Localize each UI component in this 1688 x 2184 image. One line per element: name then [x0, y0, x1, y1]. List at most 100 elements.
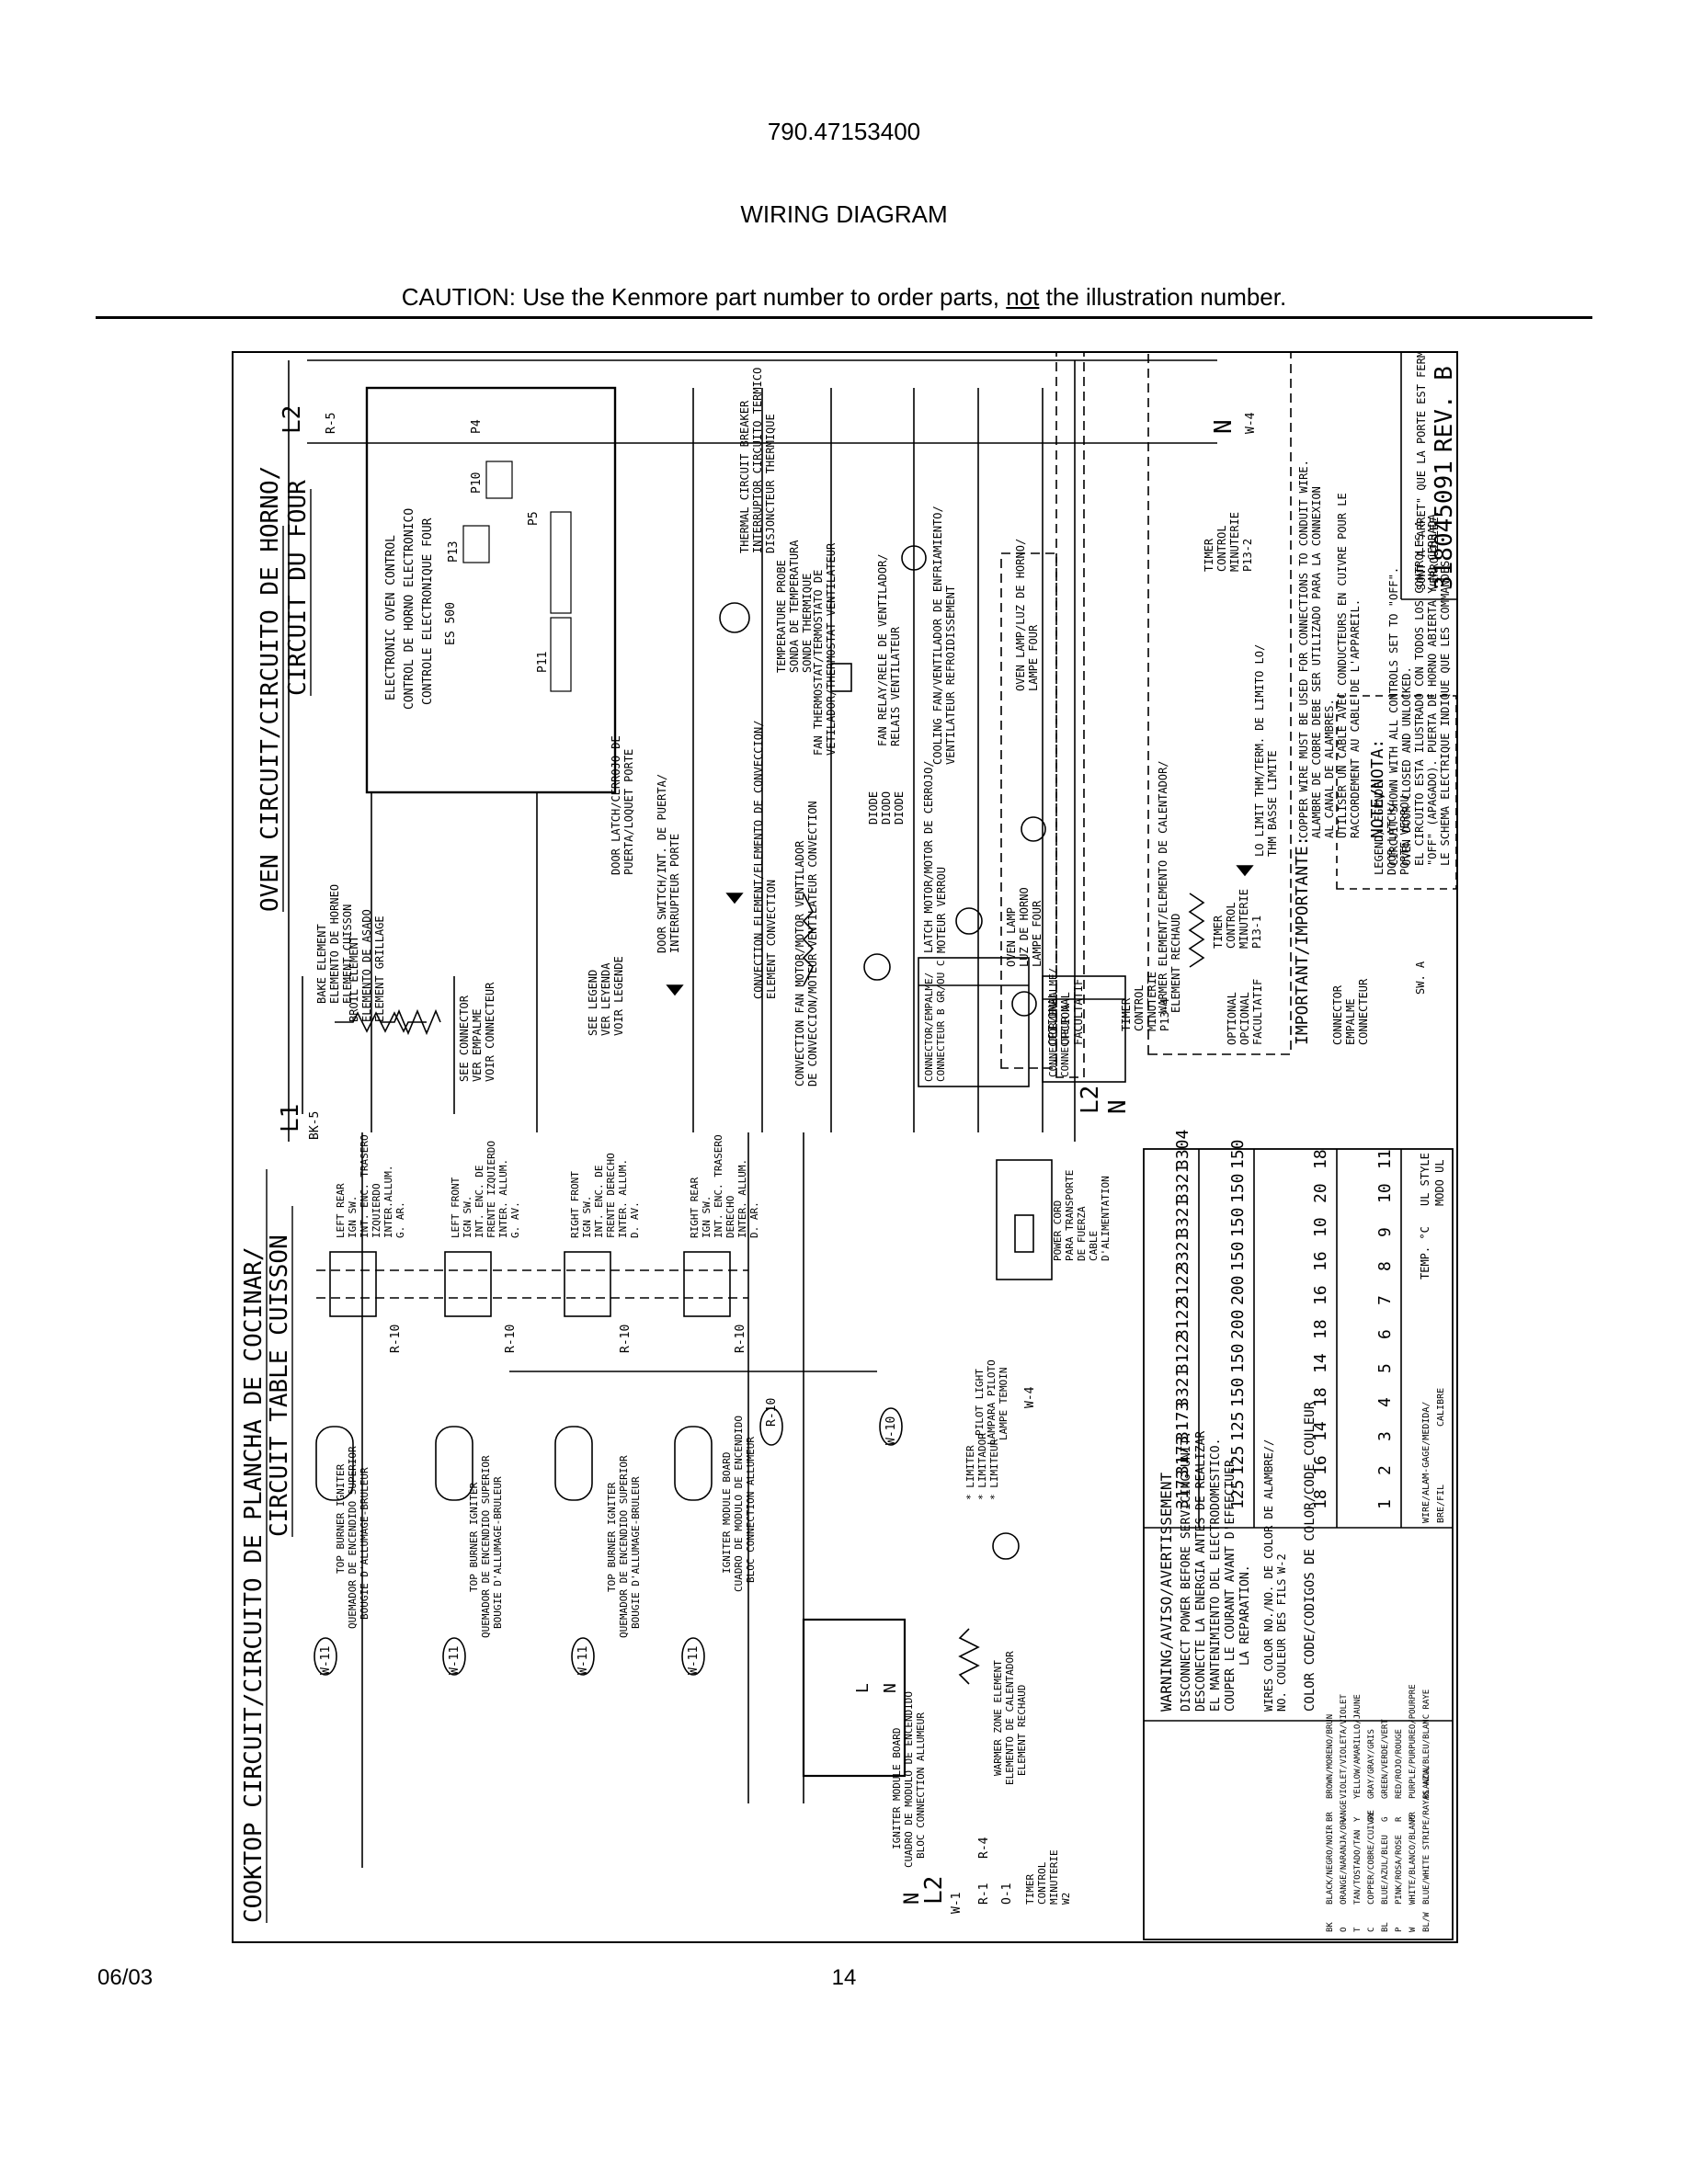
- important-text-2: ALAMBRE DE COBRE DEBE SER UTILIZADO PARA…: [1310, 486, 1323, 838]
- warning-line-3: EL MANTENIMIENTO DEL ELECTRODOMESTICO.: [1209, 1439, 1223, 1712]
- r10-oval: R-10: [765, 1398, 779, 1427]
- switch-rf-4: FRENTE DERECHO: [605, 1153, 617, 1238]
- igniter-2c: BOUGIE D'ALLUMAGE-BRULEUR: [492, 1476, 504, 1629]
- l2-cooktop: L2: [920, 1876, 948, 1905]
- diode-1: DIODE: [867, 791, 880, 825]
- w1-cooktop: W-1: [950, 1893, 964, 1914]
- cooktop-timer-4: W2: [1060, 1893, 1072, 1905]
- module-n: N: [881, 1683, 900, 1693]
- optional-b-1: OPTIONAL: [1226, 992, 1238, 1045]
- timer-p132-2: CONTROL: [1215, 525, 1228, 572]
- cc-4b: BLUE/AZUL/BLEU: [1381, 1835, 1390, 1905]
- fan-relay-1: FAN RELAY/RELE DE VENTILADOR/: [876, 553, 889, 746]
- warning-block: WARNING/AVISO/AVERTISSEMENT DISCONNECT P…: [1158, 1401, 1431, 1932]
- oven-title-1: OVEN CIRCUIT/CIRCUITO DE HORNO/: [257, 466, 284, 912]
- wire-cell-3-2: 150: [1228, 1241, 1248, 1271]
- wire-sub: BRE/FIL: [1436, 1484, 1446, 1523]
- p13-label: P13: [447, 541, 461, 563]
- temp-probe-2: SONDA DE TEMPERATURA: [788, 540, 801, 673]
- wire-cell-7-2: 150: [1228, 1377, 1248, 1407]
- cc-5d: RED/ROJO/ROUGE: [1395, 1729, 1404, 1799]
- bake-element-2: ELEMENTO DE HORNEO: [328, 884, 341, 1004]
- switch-rr-6: D. AR.: [748, 1201, 760, 1238]
- connector-a-2: CONNECTEUR A: [1059, 1004, 1071, 1077]
- pilot-3: LAMPE TEMOIN: [998, 1368, 1009, 1440]
- warmer-element-1: WARMER ELEMENT/ELEMENTO DE CALENTADOR/: [1157, 760, 1169, 1013]
- document-number: 318045091: [1431, 461, 1456, 590]
- pilot-light: [992, 1532, 1020, 1560]
- connector-b-table: [918, 957, 1030, 1087]
- wire-header-3: TEMP. °C: [1419, 1226, 1431, 1280]
- wire-cell-8-0: 3: [1375, 1431, 1395, 1441]
- switch-lf-5: INTER. ALLUM.: [497, 1159, 509, 1238]
- cc-5c: R: [1395, 1816, 1404, 1822]
- wire-cell-9-3: 3173: [1173, 1436, 1192, 1475]
- p11-label: P11: [536, 652, 550, 673]
- wire-cell-2-1: 10: [1311, 1217, 1330, 1237]
- limiter-2: * LIMITADOR: [976, 1433, 988, 1500]
- warning-table: [1143, 1148, 1454, 1940]
- warning-line-4: COUPER LE COURANT AVANT D'EFFECTUER: [1224, 1460, 1237, 1712]
- l1-label: L1: [277, 1104, 304, 1132]
- switch-left-front: [444, 1251, 492, 1317]
- igniters: [315, 1426, 713, 1501]
- wire-cell-0-3: 3304: [1173, 1130, 1192, 1169]
- cc-7a: BL/W: [1422, 1912, 1431, 1932]
- oven-circuit: [288, 353, 1456, 1142]
- optional-a-1: OPTIONAL: [1046, 992, 1059, 1045]
- switch-rf-3: INT. ENC. DE: [593, 1166, 605, 1238]
- important-text-1: COPPER WIRE MUST BE USED FOR CONNECTIONS…: [1297, 460, 1310, 838]
- switch-rr-1: RIGHT REAR: [689, 1177, 701, 1238]
- igniter-3a: TOP BURNER IGNITER: [606, 1482, 618, 1592]
- switch-rr-3: INT. ENC. TRASERO: [713, 1134, 724, 1238]
- cc-2b: TAN/TOSTADO/TAN: [1353, 1830, 1363, 1905]
- timer-p131-3: MINUTERIE: [1237, 889, 1250, 949]
- warning-line-2: DESCONECTE LA ENERGIA ANTES DE REALIZAR: [1194, 1431, 1208, 1712]
- timer-p134-4: P13-4: [1158, 998, 1171, 1031]
- oven-lamp-opt-1: OVEN LAMP/LUZ DE HORNO/: [1014, 539, 1027, 691]
- cc-3c: GY: [1367, 1812, 1376, 1822]
- cc-6c: PR: [1409, 1812, 1418, 1822]
- wire-header-4: UL STYLE: [1419, 1153, 1431, 1206]
- cooktop-timer-3: MINUTERIE: [1048, 1849, 1060, 1905]
- wire-cell-5-2: 200: [1228, 1309, 1248, 1339]
- p10-label: P10: [470, 472, 484, 494]
- see-connector-3: VOIR CONNECTEUR: [484, 982, 496, 1082]
- switch-left-rear: [329, 1251, 377, 1317]
- power-cord-1: POWER CORD: [1052, 1200, 1064, 1261]
- module-l: L: [853, 1683, 873, 1693]
- switch-lr-6: G. AR.: [394, 1201, 406, 1238]
- wire-cell-0-0: 11: [1375, 1149, 1395, 1169]
- cooktop-title-1: COOKTOP CIRCUIT/CIRCUITO DE PLANCHA DE C…: [240, 1246, 268, 1923]
- diode-2: DIODO: [880, 791, 893, 825]
- switch-lr-3: INT. ENC. TRASERO: [359, 1134, 371, 1238]
- wire-cell-7-1: 18: [1311, 1387, 1330, 1407]
- sw-a-label: SW. A: [1414, 961, 1427, 995]
- wire-cell-6-3: 3122: [1173, 1334, 1192, 1373]
- wire-cell-10-1: 18: [1311, 1489, 1330, 1509]
- r10-b: R-10: [504, 1325, 518, 1353]
- wire-cell-2-0: 9: [1375, 1227, 1395, 1237]
- timer-p134-1: TIMER: [1120, 997, 1133, 1031]
- revision: REV. B: [1431, 366, 1456, 452]
- control-line-2: CONTROL DE HORNO ELECTRONICO: [403, 508, 416, 710]
- lo-limit-1: LO LIMIT THM/TERM. DE LIMITO LO/: [1253, 644, 1266, 857]
- caution-prefix: CAUTION: Use the Kenmore part number to …: [401, 283, 1007, 311]
- switch-right-front: [564, 1251, 611, 1317]
- page-title: WIRING DIAGRAM: [740, 200, 948, 228]
- module-2: CUADRO DE MODULO DE ENCENDIDO: [733, 1416, 745, 1592]
- wire-cell-4-3: 3122: [1173, 1266, 1192, 1305]
- cc-2c: Y: [1353, 1816, 1363, 1822]
- thermal-breaker-1: THERMAL CIRCUIT BREAKER: [738, 400, 751, 553]
- timer-p132-3: MINUTERIE: [1228, 512, 1241, 572]
- wire-cell-2-3: 3321: [1173, 1198, 1192, 1237]
- module-b-2: CUADRO DE MODULO DE ENCENDIDO: [903, 1691, 915, 1868]
- cc-7d: BLANCA/BLEU/BLANC RAYE: [1422, 1689, 1431, 1799]
- electronic-control-box: [365, 386, 617, 794]
- wire-cell-5-3: 3122: [1173, 1300, 1192, 1339]
- l2-label-top: L2: [279, 405, 306, 434]
- connector-a-table: [1042, 975, 1126, 1083]
- wire-cell-1-3: 3321: [1173, 1164, 1192, 1203]
- w11-c: W-11: [576, 1646, 590, 1675]
- wire-cell-5-1: 18: [1311, 1319, 1330, 1339]
